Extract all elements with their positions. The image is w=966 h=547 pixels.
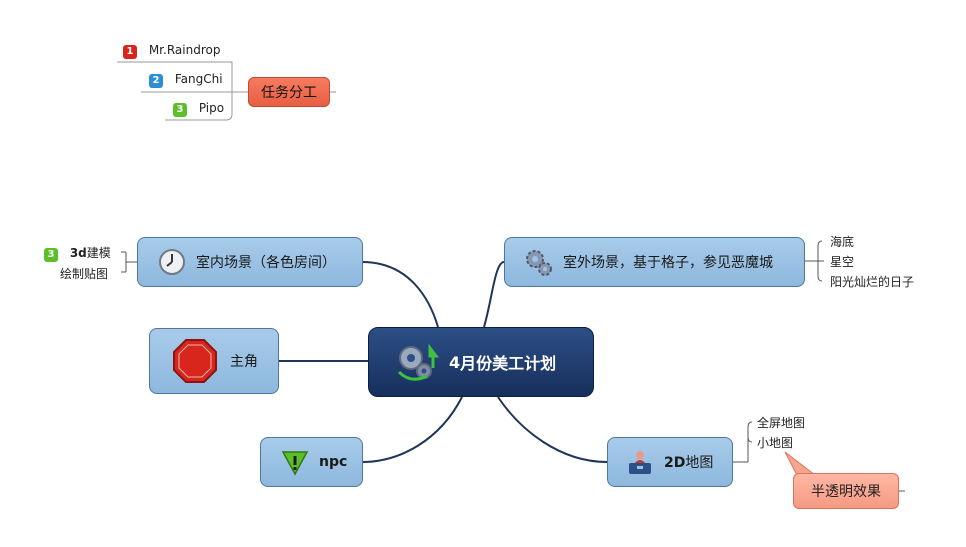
clock-icon (159, 249, 185, 275)
outdoor-sub-seabed[interactable]: 海底 (830, 235, 855, 249)
topic-hero[interactable]: 主角 (149, 328, 279, 394)
task-division-label: 任务分工 (261, 85, 317, 101)
connector-npc (361, 396, 463, 463)
connector-indoor (361, 261, 439, 328)
indoor-sub-3d-modeling[interactable]: 3 3d建模 (44, 244, 111, 262)
assignee-2[interactable]: 2 FangChi (149, 72, 223, 88)
indoor-sub-label: 建模 (86, 246, 111, 260)
assignee-1[interactable]: 1 Mr.Raindrop (123, 43, 220, 59)
topic-indoor[interactable]: 室内场景（各色房间） (137, 237, 363, 287)
assignee-name: Pipo (198, 101, 225, 115)
topic-outdoor[interactable]: 室外场景，基于格子，参见恶魔城 (504, 237, 805, 287)
stop-sign-icon (173, 339, 217, 383)
central-label-prefix: 4 (449, 352, 461, 372)
map2d-sub-minimap[interactable]: 小地图 (757, 436, 794, 450)
priority-3-icon: 3 (173, 103, 187, 117)
indoor-sub-bold: 3d (69, 246, 87, 260)
person-desk-icon (629, 451, 651, 474)
note-callout[interactable]: 半透明效果 (793, 473, 899, 509)
assignee-lines (117, 61, 248, 121)
bracket-outdoor (805, 240, 824, 282)
topic-2d-map-label-bold: 2D (664, 455, 686, 471)
topic-hero-label: 主角 (230, 354, 258, 370)
priority-3-icon: 3 (44, 248, 58, 262)
warning-triangle-icon (281, 451, 309, 476)
bracket-indoor (121, 251, 137, 273)
topic-indoor-label: 室内场景（各色房间） (196, 255, 336, 271)
assignee-name: FangChi (174, 72, 223, 86)
outdoor-sub-sunny-days[interactable]: 阳光灿烂的日子 (830, 275, 915, 289)
bracket-map2d (732, 421, 753, 463)
task-division-callout[interactable]: 任务分工 (248, 77, 330, 107)
priority-1-icon: 1 (123, 45, 137, 59)
outdoor-sub-starry-sky[interactable]: 星空 (830, 255, 855, 269)
note-callout-pointer (784, 451, 817, 476)
central-label: 月份美工计划 (460, 354, 557, 373)
map2d-sub-fullscreen[interactable]: 全屏地图 (757, 416, 806, 430)
gears-icon (526, 250, 552, 276)
topic-npc-label: npc (319, 454, 348, 470)
topic-npc[interactable]: npc (260, 437, 363, 487)
assignee-3[interactable]: 3 Pipo (173, 101, 224, 117)
connector-outdoor (483, 261, 505, 328)
note-callout-label: 半透明效果 (811, 484, 881, 500)
topic-outdoor-label: 室外场景，基于格子，参见恶魔城 (563, 255, 773, 271)
topic-2d-map-label: 地图 (685, 455, 714, 471)
connector-map2d (497, 396, 608, 463)
priority-2-icon: 2 (149, 74, 163, 88)
indoor-sub-texture[interactable]: 绘制贴图 (60, 267, 109, 281)
topic-2d-map[interactable]: 2D地图 (607, 437, 733, 487)
assignee-name: Mr.Raindrop (148, 43, 221, 57)
gears-arrow-icon (397, 343, 439, 381)
